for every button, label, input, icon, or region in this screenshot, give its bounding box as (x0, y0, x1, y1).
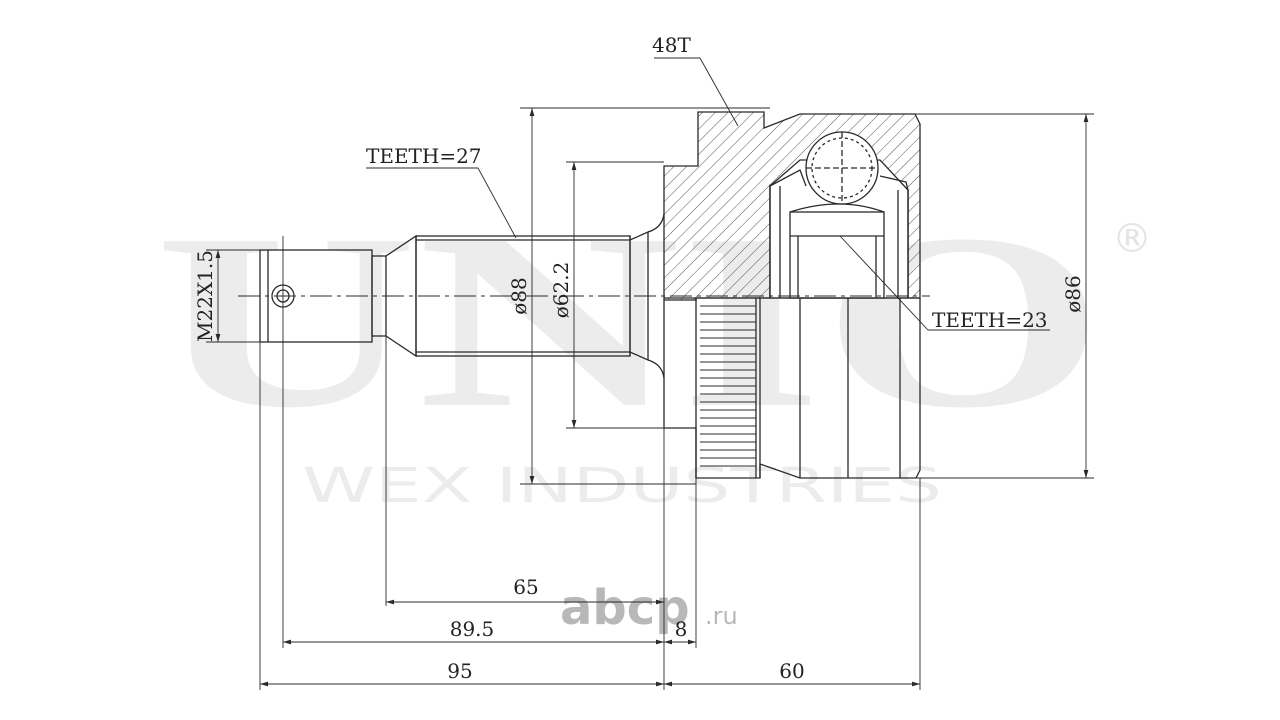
label-thread: M22X1.5 (193, 250, 217, 342)
label-shaft-teeth: TEETH=27 (366, 144, 482, 168)
part-outline (259, 111, 921, 479)
dim-95: 95 (447, 659, 472, 683)
watermark-registered: ® (1112, 216, 1152, 262)
dim-89-5: 89.5 (450, 617, 495, 641)
site-logo: abcp .ru (560, 580, 738, 636)
dim-65: 65 (513, 575, 538, 599)
abs-ring (695, 298, 757, 478)
abs-ring-teeth (700, 305, 756, 467)
label-dia-86: ø86 (1061, 275, 1085, 313)
site-logo-domain: .ru (705, 602, 738, 630)
inner-race (789, 211, 885, 299)
dimension-lines (206, 57, 1094, 690)
watermark: UNIO ® WEX INDUSTRIES (155, 183, 1152, 514)
label-outer-teeth: 48T (652, 33, 691, 57)
dim-8: 8 (675, 617, 688, 641)
label-dia-88: ø88 (507, 277, 531, 315)
label-dia-62: ø62.2 (549, 262, 573, 319)
watermark-tagline: WEX INDUSTRIES (302, 458, 942, 514)
dim-60: 60 (779, 659, 804, 683)
annotations: 48T TEETH=27 TEETH=23 M22X1.5 ø88 ø62.2 … (193, 33, 1085, 683)
label-inner-teeth: TEETH=23 (932, 308, 1048, 332)
site-logo-name: abcp (560, 580, 690, 636)
